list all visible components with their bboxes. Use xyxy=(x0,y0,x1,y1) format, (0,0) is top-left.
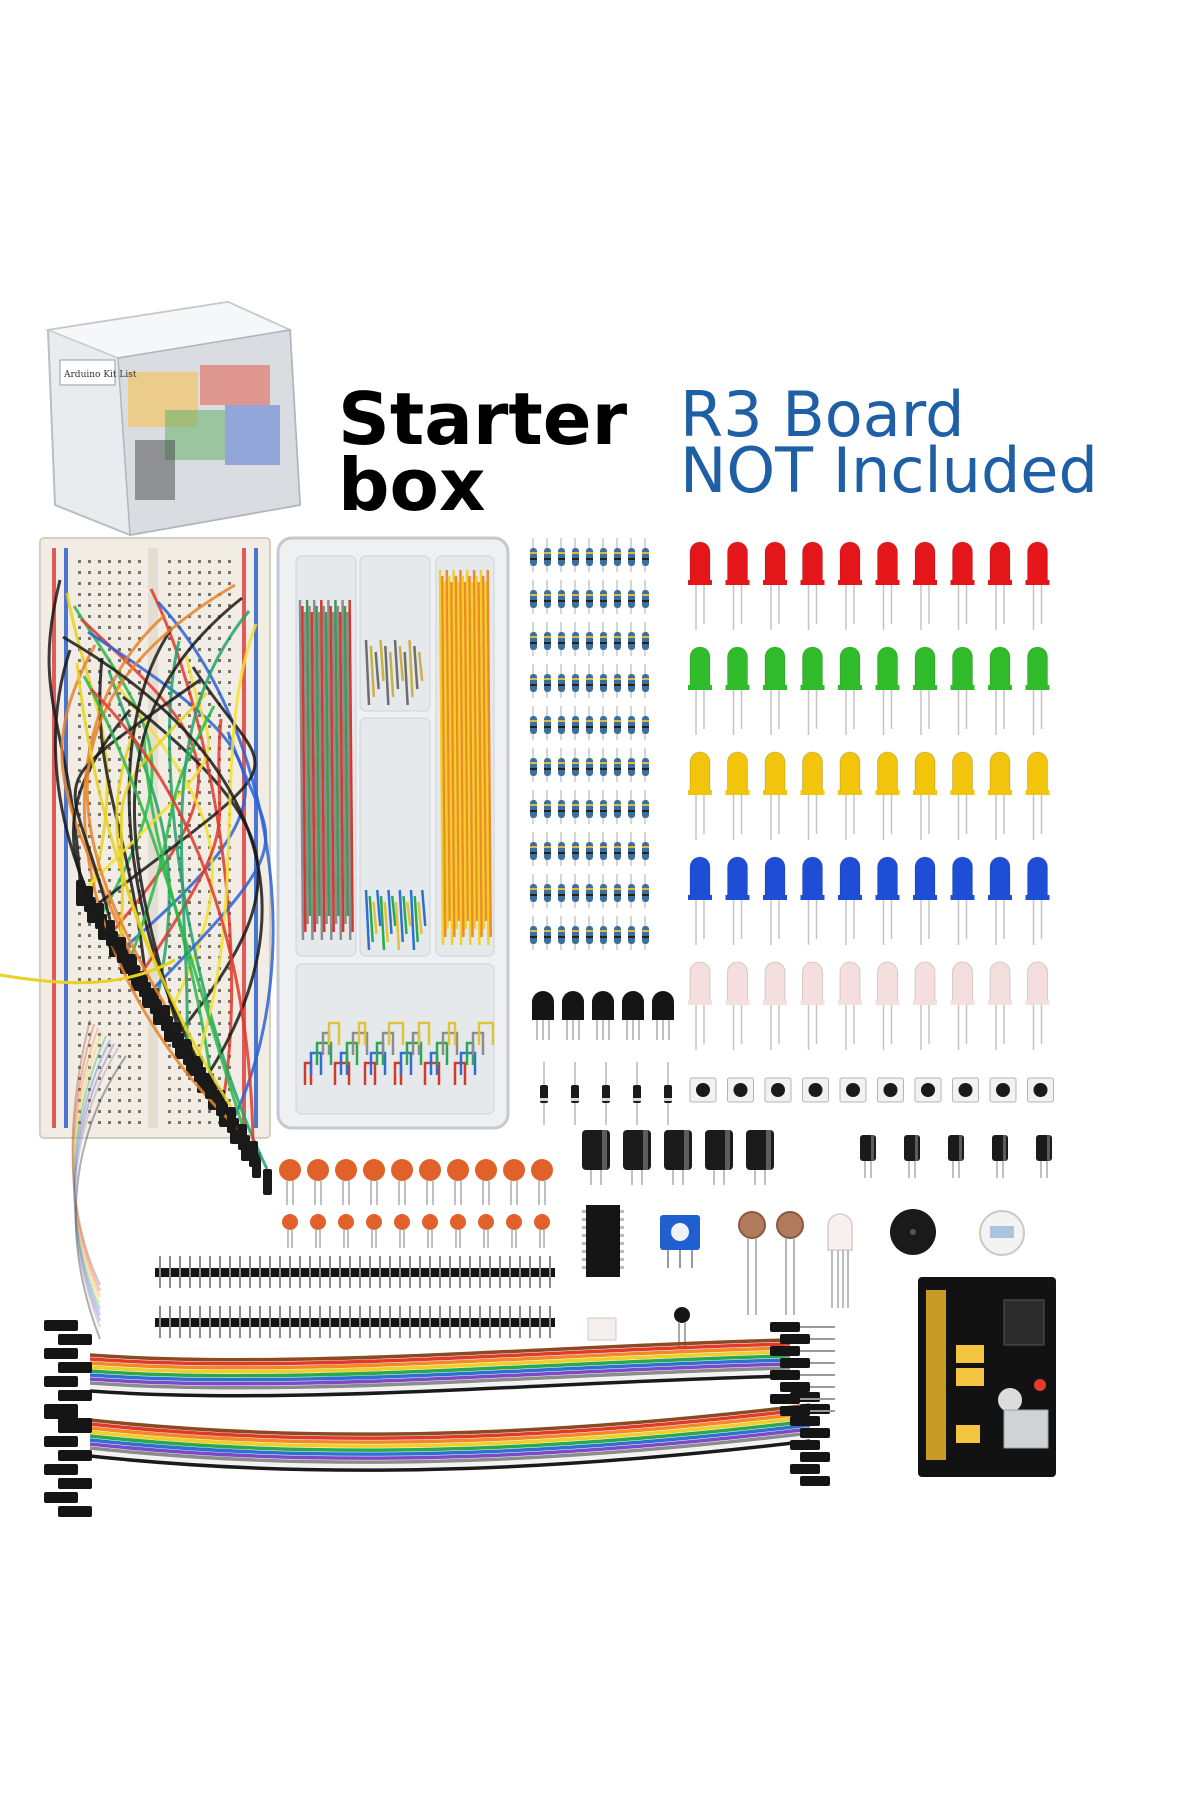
potentiometer xyxy=(660,1215,700,1268)
transistor-row xyxy=(532,991,674,1040)
photoresistors xyxy=(738,1211,804,1315)
jumper-wire-box xyxy=(276,536,510,1130)
jumper-wire-bundle xyxy=(0,579,275,1195)
precut-wires xyxy=(298,569,495,1085)
passive-buzzer xyxy=(890,1209,936,1255)
resistor-grid xyxy=(530,538,649,950)
board-note-line2: NOT Included xyxy=(680,434,1098,507)
electrolytic-capacitors xyxy=(582,1130,1052,1185)
pin-headers xyxy=(155,1256,555,1338)
dupont-ribbon-cables xyxy=(44,1019,835,1517)
push-button-row xyxy=(689,1077,1054,1103)
diode-row xyxy=(540,1062,672,1125)
power-supply-module xyxy=(918,1277,1056,1477)
active-buzzer xyxy=(979,1210,1025,1256)
led-grid xyxy=(688,541,1050,1050)
ceramic-capacitors xyxy=(279,1159,553,1248)
rgb-led xyxy=(827,1213,853,1308)
kit-box-label: Arduino Kit List xyxy=(63,370,137,380)
ic-chip xyxy=(582,1205,624,1277)
board-note-line1: R3 Board xyxy=(680,378,964,451)
starter-title-line2: box xyxy=(338,443,485,527)
headline: Starter box R3 Board NOT Included xyxy=(338,377,1098,527)
starter-kit-box: Arduino Kit List xyxy=(45,300,302,537)
optocoupler xyxy=(587,1317,617,1341)
starter-title-line1: Starter xyxy=(338,377,628,461)
